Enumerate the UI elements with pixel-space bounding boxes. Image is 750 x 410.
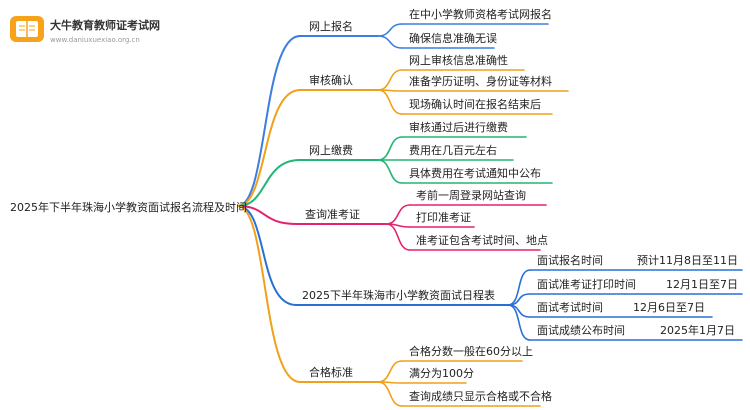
leaf-connector xyxy=(377,23,403,37)
branch-admission-ticket: 查询准考证 xyxy=(305,207,360,221)
root-topic: 2025年下半年珠海小学教资面试报名流程及时间 xyxy=(10,200,247,214)
branch-connector xyxy=(237,205,297,306)
leaf-print-ticket: 打印准考证 xyxy=(416,210,471,224)
schedule-connector xyxy=(507,304,531,341)
logo-url: www.daniuxuexiao.org.cn xyxy=(50,36,140,44)
leaf-query-one-week-before: 考前一周登录网站查询 xyxy=(416,188,526,202)
schedule-row-name: 面试考试时间 xyxy=(537,301,603,314)
schedule-connector xyxy=(507,304,531,318)
leaf-fee-announcement: 具体费用在考试通知中公布 xyxy=(409,166,541,180)
branch-connector xyxy=(237,89,301,207)
leaf-connector xyxy=(377,69,403,91)
logo-title: 大牛教育教师证考试网 xyxy=(50,18,160,32)
branch-connector xyxy=(237,205,299,225)
schedule-row-name: 面试报名时间 xyxy=(537,253,603,267)
leaf-connector xyxy=(377,159,403,184)
schedule-row-value: 预计11月8日至11日 xyxy=(637,254,738,267)
branch-online-registration: 网上报名 xyxy=(309,19,353,33)
leaf-onsite-confirm-time: 现场确认时间在报名结束后 xyxy=(409,97,541,111)
schedule-row-name: 面试成绩公布时间 xyxy=(537,324,625,337)
branch-connector xyxy=(237,205,301,383)
leaf-pass-score: 合格分数一般在60分以上 xyxy=(409,344,533,358)
leaf-fee-amount: 费用在几百元左右 xyxy=(409,143,497,157)
leaf-prepare-materials: 准备学历证明、身份证等材料 xyxy=(409,74,552,88)
branch-pass-standard: 合格标准 xyxy=(309,365,353,379)
leaf-connector xyxy=(377,89,403,115)
connector-lines xyxy=(237,23,743,407)
branch-review-confirmation: 审核确认 xyxy=(309,73,353,87)
leaf-connector xyxy=(377,360,403,383)
branch-online-payment: 网上缴费 xyxy=(309,143,353,157)
leaf-register-on-site: 在中小学教师资格考试网报名 xyxy=(409,7,552,21)
leaf-connector xyxy=(385,204,411,225)
leaf-pay-after-review: 审核通过后进行缴费 xyxy=(409,120,508,134)
branch-connector xyxy=(237,159,301,207)
schedule-row-value: 2025年1月7日 xyxy=(660,323,735,337)
leaf-connector xyxy=(377,381,403,407)
schedule-row-name: 面试准考证打印时间 xyxy=(537,277,636,291)
leaf-connector xyxy=(377,35,403,49)
leaf-ensure-accuracy: 确保信息准确无误 xyxy=(409,31,497,45)
book-icon xyxy=(10,16,44,42)
leaf-online-review: 网上审核信息准确性 xyxy=(409,53,508,67)
leaf-ticket-content: 准考证包含考试时间、地点 xyxy=(416,233,548,247)
branch-connector xyxy=(237,35,301,207)
leaf-connector xyxy=(377,136,403,161)
leaf-full-score: 满分为100分 xyxy=(409,367,474,380)
leaf-connector xyxy=(385,223,411,251)
branch-schedule: 2025下半年珠海市小学教资面试日程表 xyxy=(302,288,495,302)
schedule-row-value: 12月1日至7日 xyxy=(666,278,738,291)
logo: 大牛教育教师证考试网 www.daniuxuexiao.org.cn xyxy=(10,16,160,44)
leaf-result-display: 查询成绩只显示合格或不合格 xyxy=(409,389,552,403)
schedule-row-value: 12月6日至7日 xyxy=(633,301,705,314)
